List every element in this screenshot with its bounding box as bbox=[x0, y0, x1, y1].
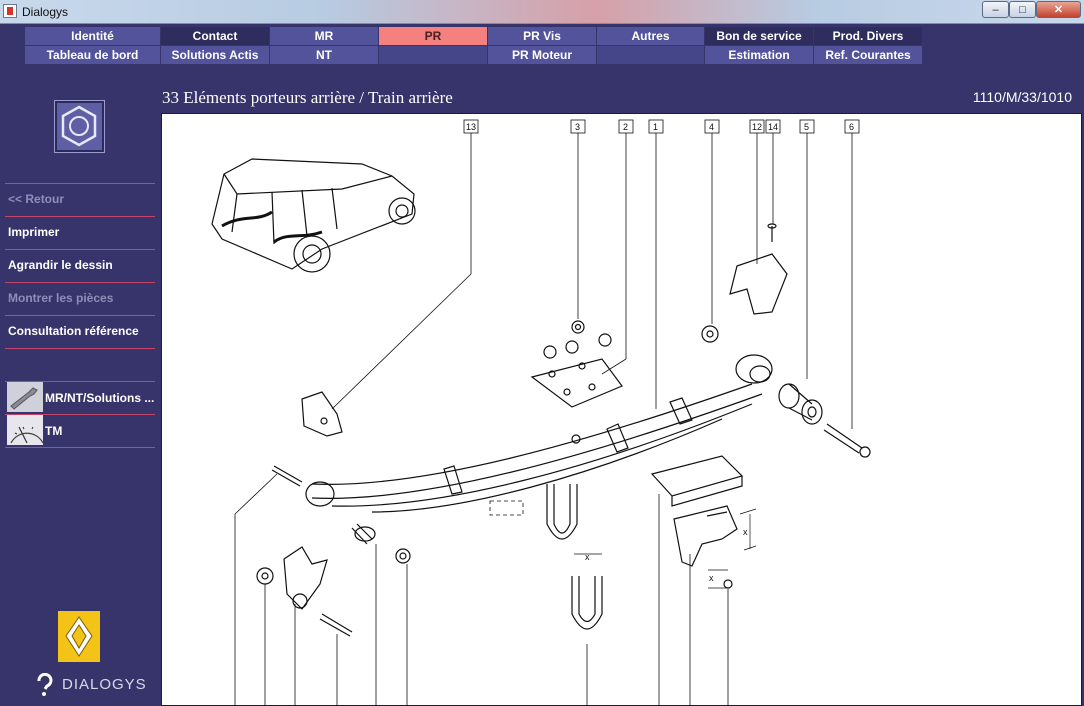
tab-prod-divers[interactable]: Prod. Divers bbox=[814, 27, 923, 45]
menu-agrandir-dessin[interactable]: Agrandir le dessin bbox=[8, 258, 113, 272]
shortcut-label: TM bbox=[45, 424, 63, 438]
mount-13 bbox=[301, 391, 343, 437]
exploded-parts-drawing[interactable]: 13 3 2 1 4 12 14 5 6 x x x bbox=[161, 113, 1082, 706]
wrench-icon bbox=[7, 382, 43, 412]
dimension-x-3: x bbox=[709, 573, 714, 583]
spring-plate bbox=[530, 358, 623, 408]
menu-imprimer[interactable]: Imprimer bbox=[8, 225, 60, 239]
tab-pr-vis[interactable]: PR Vis bbox=[488, 27, 597, 45]
channel-bracket bbox=[650, 455, 744, 589]
tab-identite[interactable]: Identité bbox=[25, 27, 161, 45]
dashed-outline bbox=[489, 500, 524, 516]
page-reference: 1110/M/33/1010 bbox=[972, 89, 1072, 105]
close-button[interactable]: ✕ bbox=[1036, 1, 1081, 18]
callout-5: 5 bbox=[804, 122, 809, 132]
menu-consultation-reference[interactable]: Consultation référence bbox=[8, 324, 139, 338]
menu-retour[interactable]: << Retour bbox=[8, 192, 65, 206]
app-icon bbox=[3, 4, 17, 18]
tab-estimation[interactable]: Estimation bbox=[705, 46, 814, 64]
shortcut-separator bbox=[5, 447, 155, 448]
callout-1: 1 bbox=[653, 122, 658, 132]
dialogys-mark-icon bbox=[34, 672, 56, 697]
menu-separator bbox=[5, 282, 155, 283]
menu-separator bbox=[5, 216, 155, 217]
page-title: 33 Eléments porteurs arrière / Train arr… bbox=[162, 88, 453, 107]
dimension-x-1: x bbox=[585, 552, 590, 562]
menu-separator bbox=[5, 315, 155, 316]
bolt-6 bbox=[823, 423, 871, 458]
tab-pr[interactable]: PR bbox=[379, 27, 488, 45]
callout-boxes bbox=[463, 119, 860, 134]
gauge-icon bbox=[7, 415, 44, 445]
menu-separator bbox=[5, 183, 155, 184]
callout-labels: 13 3 2 1 4 12 14 5 6 x x x bbox=[466, 122, 854, 583]
tab-bon-de-service[interactable]: Bon de service bbox=[705, 27, 814, 45]
tab-nt[interactable]: NT bbox=[270, 46, 379, 64]
u-bolts bbox=[546, 484, 603, 630]
callout-14: 14 bbox=[768, 122, 778, 132]
callout-leaders bbox=[234, 133, 853, 706]
dimension-marks bbox=[708, 508, 757, 589]
menu-separator bbox=[5, 249, 155, 250]
callout-12: 12 bbox=[752, 122, 762, 132]
tab-contact[interactable]: Contact bbox=[161, 27, 270, 45]
shortcut-tm[interactable]: TM bbox=[7, 415, 155, 445]
vehicle-sketch bbox=[211, 158, 416, 273]
callout-4: 4 bbox=[709, 122, 714, 132]
title-bar: Dialogys – □ ✕ bbox=[0, 0, 1084, 24]
renault-logo-icon bbox=[58, 611, 100, 662]
menu-separator bbox=[5, 348, 155, 349]
tab-solutions-actis[interactable]: Solutions Actis bbox=[161, 46, 270, 64]
tab-autres[interactable]: Autres bbox=[597, 27, 705, 45]
nuts-set bbox=[256, 320, 719, 585]
maximize-button[interactable]: □ bbox=[1009, 1, 1036, 18]
callout-2: 2 bbox=[623, 122, 628, 132]
window-title: Dialogys bbox=[22, 5, 69, 19]
brand-name: DIALOGYS bbox=[62, 676, 147, 693]
menu-montrer-pieces[interactable]: Montrer les pièces bbox=[8, 291, 114, 305]
dimension-x-2: x bbox=[743, 527, 748, 537]
tab-empty-2 bbox=[597, 46, 705, 64]
shortcut-mr-nt-solutions[interactable]: MR/NT/Solutions ... bbox=[7, 382, 155, 412]
rear-shackle bbox=[271, 465, 376, 637]
shortcut-separator bbox=[5, 381, 155, 382]
callout-3: 3 bbox=[575, 122, 580, 132]
tab-tableau-de-bord[interactable]: Tableau de bord bbox=[25, 46, 161, 64]
tab-pr-moteur[interactable]: PR Moteur bbox=[488, 46, 597, 64]
bushing-5 bbox=[778, 383, 823, 425]
hex-nut-icon bbox=[54, 100, 105, 153]
leaf-spring bbox=[305, 354, 773, 513]
minimize-button[interactable]: – bbox=[982, 1, 1009, 18]
tab-ref-courantes[interactable]: Ref. Courantes bbox=[814, 46, 923, 64]
callout-13: 13 bbox=[466, 122, 476, 132]
callout-6: 6 bbox=[849, 122, 854, 132]
tab-mr[interactable]: MR bbox=[270, 27, 379, 45]
tab-empty-1 bbox=[379, 46, 488, 64]
shortcut-label: MR/NT/Solutions ... bbox=[45, 391, 155, 405]
bracket-12 bbox=[729, 223, 788, 315]
shortcut-separator bbox=[5, 414, 155, 415]
